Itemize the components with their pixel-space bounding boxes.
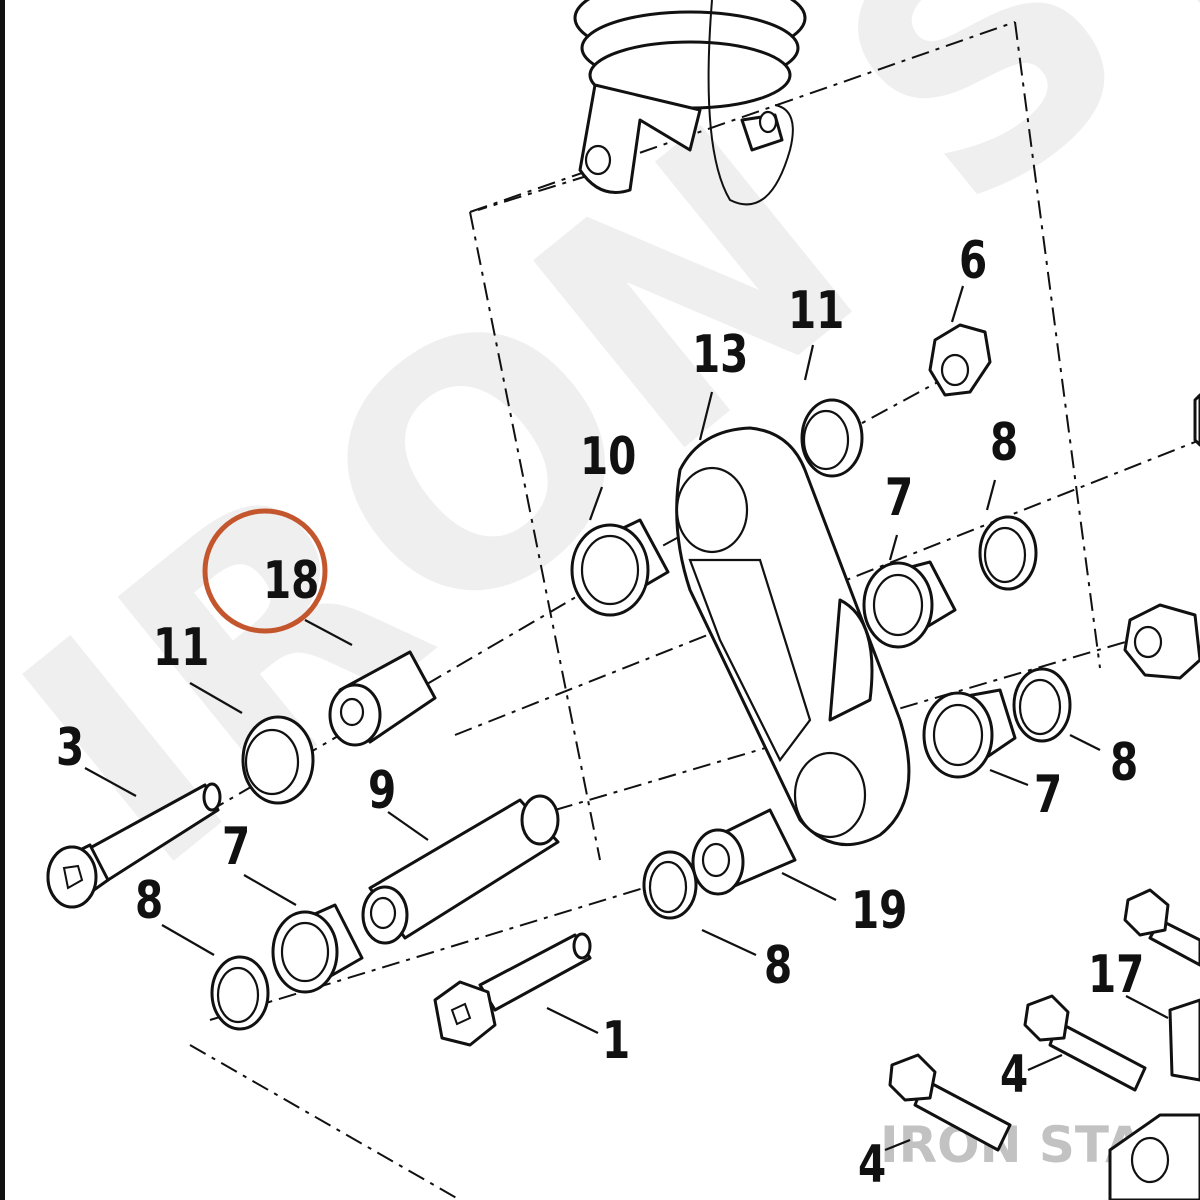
callout-4-upper: 4 xyxy=(1000,1044,1028,1104)
callout-18: 18 xyxy=(263,550,319,610)
callout-6: 6 xyxy=(959,230,987,290)
callout-13: 13 xyxy=(692,324,748,384)
part-right-edge-top xyxy=(1193,393,1200,447)
callout-9: 9 xyxy=(368,760,396,820)
sleeve-7-right-upper xyxy=(862,560,957,649)
callout-7-left: 7 xyxy=(222,816,250,876)
bolt-4-lower xyxy=(888,1053,1012,1152)
callout-labels: 1 3 4 4 6 7 7 7 8 8 8 8 9 10 11 11 13 17… xyxy=(56,230,1144,1194)
washer-11-upper xyxy=(800,398,864,478)
callout-11-left: 11 xyxy=(153,617,209,677)
spacer-18 xyxy=(328,650,437,747)
washer-8-right-upper xyxy=(978,515,1038,591)
spacer-19 xyxy=(691,808,797,896)
linkage-arm-13 xyxy=(675,426,911,847)
callout-8-right-upper: 8 xyxy=(990,412,1018,472)
callout-1: 1 xyxy=(602,1010,630,1070)
shock-absorber xyxy=(573,0,807,206)
nut-right-edge xyxy=(1123,603,1200,680)
bolt-17 xyxy=(1123,888,1200,967)
callout-8-middle: 8 xyxy=(764,935,792,995)
callout-17: 17 xyxy=(1088,944,1144,1004)
bolt-4-upper xyxy=(1023,994,1147,1092)
callout-10: 10 xyxy=(580,426,636,486)
washer-8-left xyxy=(210,955,270,1031)
assembly-boundary-lines xyxy=(189,21,1101,1200)
callout-7-right-lower: 7 xyxy=(1034,764,1062,824)
callout-19: 19 xyxy=(851,880,907,940)
callout-8-right-lower: 8 xyxy=(1110,732,1138,792)
callout-8-left: 8 xyxy=(135,870,163,930)
callout-4-lower: 4 xyxy=(858,1134,886,1194)
washer-11-lower xyxy=(241,715,315,805)
highlight-ring xyxy=(202,508,328,634)
callout-3: 3 xyxy=(56,717,84,777)
sleeve-9 xyxy=(361,794,560,945)
bolt-1 xyxy=(433,932,592,1047)
left-edge-bar xyxy=(0,0,5,1200)
bushing-10 xyxy=(570,518,670,617)
sleeve-7-right-lower xyxy=(922,688,1017,779)
nut-6 xyxy=(928,323,992,397)
bolt-3 xyxy=(46,782,222,909)
washer-8-right-lower xyxy=(1012,667,1072,743)
callout-11-upper: 11 xyxy=(788,280,844,340)
callout-7-right-upper: 7 xyxy=(885,467,913,527)
sleeve-7-left xyxy=(271,903,364,994)
bracket-lower-right xyxy=(1108,998,1200,1200)
leader-lines xyxy=(84,285,1169,1152)
washer-8-middle xyxy=(642,850,698,920)
